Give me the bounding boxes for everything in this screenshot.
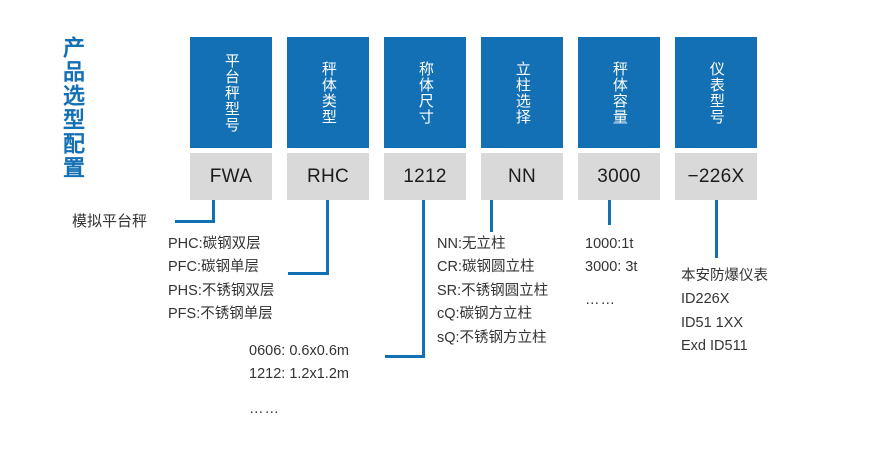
column-post-selection: 立柱选择 NN bbox=[481, 37, 563, 200]
connector-body-size-vertical bbox=[422, 200, 425, 358]
note-ellipsis: …… bbox=[249, 400, 280, 417]
note-platform-model-lead: 模拟平台秤 bbox=[72, 213, 148, 230]
note-line: 本安防爆仪表 bbox=[681, 268, 768, 284]
column-value-platform-model: FWA bbox=[190, 153, 272, 200]
note-line: PFS:不锈钢单层 bbox=[168, 306, 273, 323]
note-line: 3000: 3t bbox=[585, 259, 638, 276]
note-post-selection-list: NN:无立柱 CR:碳钢圆立柱 SR:不锈钢圆立柱 cQ:碳钢方立柱 sQ:不锈… bbox=[437, 233, 548, 350]
column-header-post-selection: 立柱选择 bbox=[481, 37, 563, 148]
column-header-label: 平台秤型号 bbox=[222, 52, 240, 133]
connector-instrument-vertical bbox=[715, 200, 718, 258]
column-header-platform-model: 平台秤型号 bbox=[190, 37, 272, 148]
column-value-body-size: 1212 bbox=[384, 153, 466, 200]
column-instrument-model: 仪表型号 −226X bbox=[675, 37, 757, 200]
note-line: CR:碳钢圆立柱 bbox=[437, 259, 535, 276]
column-platform-model: 平台秤型号 FWA bbox=[190, 37, 272, 200]
note-line: ID51 1XX bbox=[681, 314, 744, 331]
column-value-instrument-model: −226X bbox=[675, 153, 757, 200]
column-header-label: 称体尺寸 bbox=[416, 60, 434, 125]
connector-platform-model-horizontal bbox=[175, 220, 215, 223]
note-line: cQ:碳钢方立柱 bbox=[437, 306, 533, 323]
note-line: 1000:1t bbox=[585, 236, 634, 252]
column-header-body-size: 称体尺寸 bbox=[384, 37, 466, 148]
column-scale-type: 秤体类型 RHC bbox=[287, 37, 369, 200]
column-capacity: 秤体容量 3000 bbox=[578, 37, 660, 200]
note-line: ID226X bbox=[681, 291, 730, 308]
column-value-capacity: 3000 bbox=[578, 153, 660, 200]
connector-scale-type-vertical bbox=[326, 200, 329, 275]
connector-platform-model-vertical bbox=[212, 200, 215, 223]
column-header-instrument-model: 仪表型号 bbox=[675, 37, 757, 148]
column-value-post-selection: NN bbox=[481, 153, 563, 200]
note-scale-type-list: PHC:碳钢双层 PFC:碳钢单层 PHS:不锈钢双层 PFS:不锈钢单层 bbox=[168, 233, 274, 327]
note-line: NN:无立柱 bbox=[437, 236, 506, 252]
column-header-label: 仪表型号 bbox=[707, 60, 725, 125]
column-header-capacity: 秤体容量 bbox=[578, 37, 660, 148]
connector-post-selection-vertical bbox=[490, 200, 493, 232]
note-capacity-list: 1000:1t 3000: 3t …… bbox=[585, 233, 637, 312]
page-title: 产品选型配置 bbox=[60, 36, 85, 180]
connector-body-size-horizontal bbox=[385, 355, 425, 358]
connector-capacity-vertical bbox=[608, 200, 611, 225]
column-header-scale-type: 秤体类型 bbox=[287, 37, 369, 148]
note-line: 1212: 1.2x1.2m bbox=[249, 366, 349, 383]
note-ellipsis: …… bbox=[585, 291, 616, 308]
note-line: SR:不锈钢圆立柱 bbox=[437, 282, 549, 299]
column-value-scale-type: RHC bbox=[287, 153, 369, 200]
connector-scale-type-horizontal bbox=[288, 272, 329, 275]
note-line: PFC:碳钢单层 bbox=[168, 259, 260, 276]
column-body-size: 称体尺寸 1212 bbox=[384, 37, 466, 200]
note-line: sQ:不锈钢方立柱 bbox=[437, 329, 547, 346]
note-line: 0606: 0.6x0.6m bbox=[249, 343, 349, 359]
column-header-label: 立柱选择 bbox=[513, 60, 531, 125]
note-line: Exd ID511 bbox=[681, 338, 748, 355]
note-line: PHC:碳钢双层 bbox=[168, 236, 261, 252]
note-line: PHS:不锈钢双层 bbox=[168, 282, 275, 299]
note-body-size-list: 0606: 0.6x0.6m 1212: 1.2x1.2m …… bbox=[249, 340, 349, 421]
column-header-label: 秤体容量 bbox=[610, 60, 628, 125]
note-instrument-list: 本安防爆仪表 ID226X ID51 1XX Exd ID511 bbox=[681, 265, 768, 359]
column-header-label: 秤体类型 bbox=[319, 60, 337, 125]
